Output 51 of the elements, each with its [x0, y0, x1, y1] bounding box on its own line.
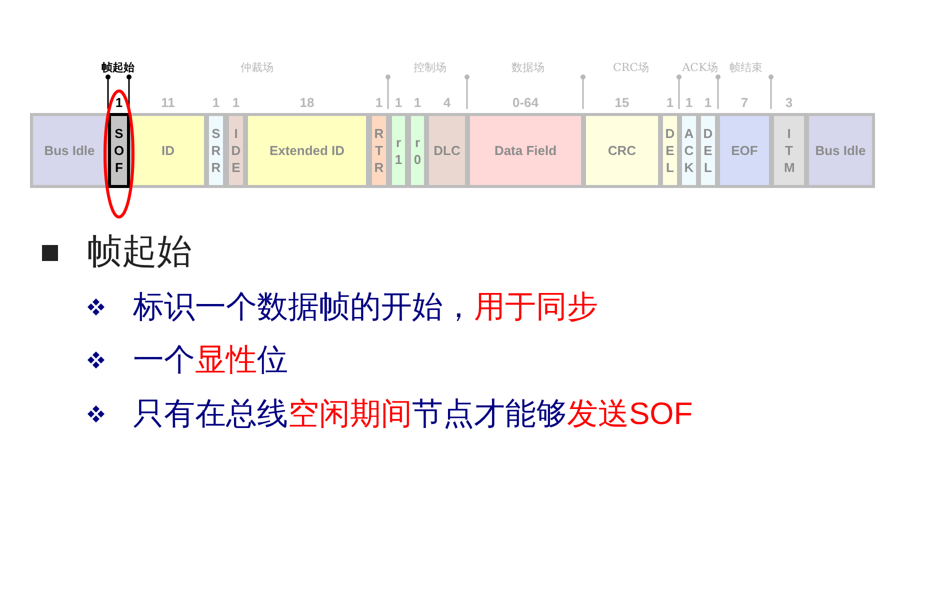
frame-field: CRC — [583, 113, 661, 188]
bit-count: 1 — [685, 95, 693, 110]
field-heading: 帧结束 — [730, 60, 762, 75]
frame-field: DLC — [426, 113, 468, 188]
frame-field: SOF — [108, 113, 130, 188]
frame-field: IDE — [226, 113, 246, 188]
field-heading: CRC场 — [612, 60, 650, 75]
bullet-text: 节点才能够 — [412, 396, 567, 431]
frame-field: DEL — [698, 113, 718, 188]
frame-field: r1 — [389, 113, 408, 188]
heading-text: 帧起始 — [87, 231, 192, 273]
bullet-text: 位 — [257, 342, 288, 377]
bit-count: 1 — [232, 95, 240, 110]
bit-count: 1 — [666, 95, 674, 110]
frame-field: Extended ID — [245, 113, 369, 188]
bit-count: 1 — [414, 95, 422, 110]
bullet-text: 标识一个数据帧的开始， — [133, 289, 474, 324]
field-heading: 控制场 — [414, 60, 446, 75]
field-heading: 仲裁场 — [240, 60, 274, 75]
bit-count: 3 — [785, 95, 793, 110]
frame-field: Data Field — [467, 113, 584, 188]
bit-count: 1 — [115, 95, 123, 110]
bullet-text: 一个 — [133, 342, 195, 377]
bullet-text: 只有在总线 — [133, 396, 288, 431]
frame-field: Bus Idle — [806, 113, 875, 188]
bit-count: 1 — [394, 95, 402, 110]
bit-count: 4 — [443, 95, 451, 110]
frame-field: RTR — [369, 113, 389, 188]
bit-count: 7 — [740, 95, 748, 110]
bit-count: 1 — [375, 95, 383, 110]
highlighted-text: 发送SOF — [567, 396, 693, 431]
bit-count: 11 — [161, 95, 175, 110]
bit-count: 1 — [212, 95, 220, 110]
bit-count: 0-64 — [512, 95, 539, 110]
frame-field: r0 — [408, 113, 427, 188]
bit-count: 1 — [704, 95, 712, 110]
highlighted-text: 空闲期间 — [288, 396, 412, 431]
field-heading: 数据场 — [512, 60, 544, 75]
frame-field: EOF — [717, 113, 772, 188]
field-heading: 帧起始 — [102, 60, 134, 75]
bit-count: 18 — [300, 95, 314, 110]
bit-count: 15 — [614, 95, 630, 110]
frame-field: Bus Idle — [30, 113, 109, 188]
field-heading: ACK场 — [682, 60, 718, 75]
frame-field: ACK — [679, 113, 699, 188]
highlighted-text: 显性 — [195, 342, 257, 377]
frame-field: ID — [129, 113, 207, 188]
frame-field: DEL — [660, 113, 680, 188]
frame-field: ITM — [771, 113, 807, 188]
highlighted-text: 用于同步 — [474, 289, 598, 324]
frame-field: SRR — [206, 113, 226, 188]
